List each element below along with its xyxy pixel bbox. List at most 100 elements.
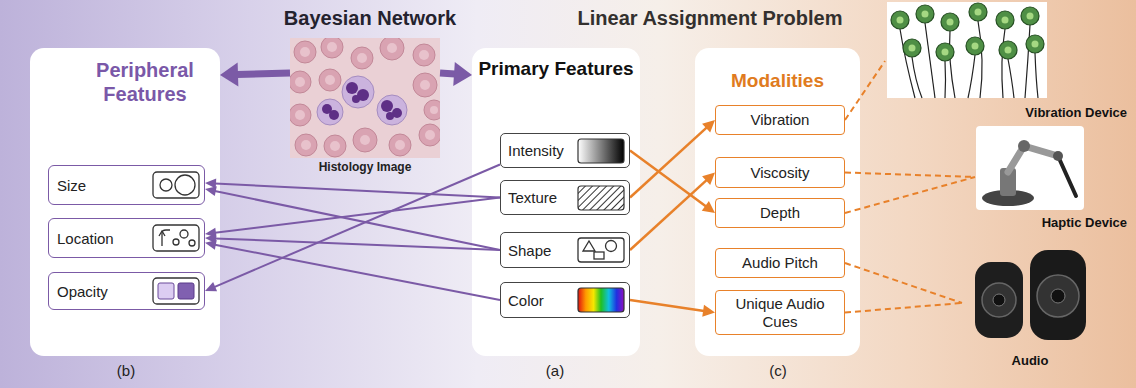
modality-box: Unique Audio Cues [715,290,845,335]
panel-backgrounds [30,48,860,356]
connector-line [215,245,500,300]
shape-icon [578,238,624,262]
location-icon [153,225,199,251]
feature-box: Color [500,282,630,318]
feature-box: Size [48,165,205,205]
box-label: Location [57,230,114,247]
dependency-arrow [205,233,500,250]
connector-line [845,263,962,303]
modality-box: Viscosity [715,157,845,188]
device-node: Haptic Device [975,124,1131,230]
connector-line [630,300,704,311]
box-label: Intensity [508,142,564,159]
box-label: Audio Pitch [742,254,818,272]
speaker-picture [975,250,1086,340]
assignment-arrow [630,173,715,251]
connector-line [845,173,975,178]
feature-box: Intensity [500,133,630,168]
connector-line [215,198,500,233]
texture-icon [578,186,624,210]
panel-bg [472,48,640,356]
modality-box: Audio Pitch [715,248,845,278]
feature-box: Shape [500,232,630,268]
box-label: Unique Audio Cues [724,295,836,331]
device-link [845,177,975,213]
box-label: Color [508,292,544,309]
panel-heading: Primary Features [472,58,640,81]
modality-panel: ModalitiesVibrationViscosityDepthAudio P… [695,48,860,356]
feature-box: Opacity [48,272,205,310]
device-link [845,61,885,120]
panel-letter: (b) [117,362,135,379]
dependency-arrow [205,240,500,300]
modality-box: Vibration [715,105,845,135]
connector-line [215,191,500,250]
connector-line [630,180,707,250]
arrowhead [702,173,715,186]
arrowhead [453,62,472,86]
picture-caption: Histology Image [290,160,440,174]
device-node: Audio [962,238,1102,368]
device-link [845,173,975,178]
connector-line [630,151,706,207]
arrowhead [205,282,217,291]
panel-bg [695,48,860,356]
box-label: Depth [760,204,800,222]
picture-caption: Audio [1012,353,1049,368]
panel-heading: Modalities [695,70,860,93]
device-link [845,303,962,313]
color-icon [578,288,624,312]
device-link [845,263,962,303]
arrowhead [205,186,217,196]
box-label: Viscosity [751,164,810,182]
panel-bg [30,48,220,356]
connector-line [214,165,500,288]
label-holder: (b) [106,362,146,380]
dependency-arrow [205,186,500,250]
arrowhead [205,240,217,250]
feature-box: Location [48,218,205,258]
picture-caption: Vibration Device [1025,105,1127,120]
label-holder: (a) [535,362,575,380]
connector-line [845,177,975,213]
assignment-arrow [630,120,715,198]
picture-caption: Haptic Device [1042,215,1127,230]
box-label: Opacity [57,283,108,300]
arrowhead [702,201,715,213]
connector-line [630,127,707,197]
intensity-icon [578,139,624,163]
connector-line [440,70,455,78]
arrowhead [220,63,238,87]
box-label: Size [57,177,86,194]
label-holder: (c) [758,362,798,380]
arrowhead [702,305,715,317]
box-label: Shape [508,242,551,259]
modality-box: Depth [715,198,845,228]
section-title: Linear Assignment Problem [578,7,843,29]
connector-line [845,61,885,120]
thick-arrow [220,63,290,87]
arrowhead [702,120,715,133]
panel-heading: Peripheral Features [80,58,210,106]
image-node: Histology Image [290,38,440,178]
connector-line [237,73,290,75]
connector-line [845,303,962,313]
feature-panel: Peripheral FeaturesSizeLocationOpacity [30,48,220,356]
panel-letter: (c) [769,362,787,379]
label-holder: Linear Assignment Problem [565,7,855,30]
dependency-arrow [205,198,500,238]
assignment-arrow [630,300,715,317]
size-icon [153,172,199,198]
haptic-device-picture [976,126,1084,210]
feature-panel: Primary FeaturesIntensityTextureShapeCol… [472,48,640,356]
connector-line [215,183,500,197]
connector-line [215,238,500,250]
opacity-icon [153,278,199,304]
thick-arrow [440,62,472,86]
panel-letter: (a) [546,362,564,379]
label-holder: Bayesian Network [250,7,490,30]
histology-picture [290,38,440,158]
feature-box: Texture [500,180,630,215]
vibration-device-picture [887,2,1047,98]
